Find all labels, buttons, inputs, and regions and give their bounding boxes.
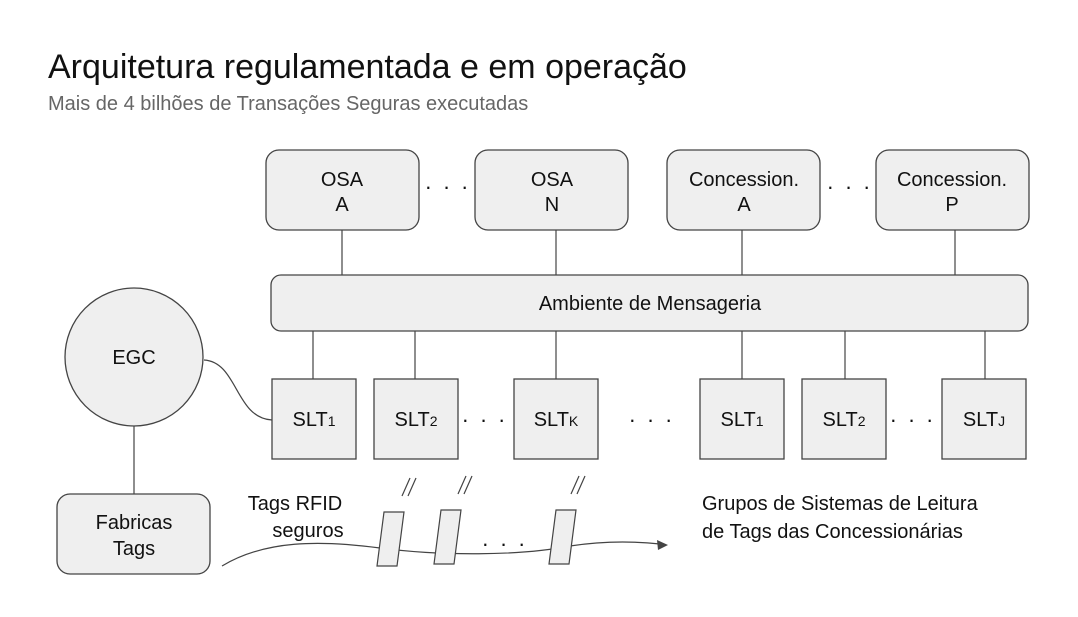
node-slt-k-label: SLTK <box>534 409 579 431</box>
ellipsis-concession: . . . <box>827 169 873 194</box>
messaging-bus-label: Ambiente de Mensageria <box>539 293 762 315</box>
node-slt-1b-label: SLT1 <box>721 409 764 431</box>
node-egc-label: EGC <box>112 347 155 369</box>
node-slt-2-label: SLT2 <box>395 409 438 431</box>
node-slt-2b-label: SLT2 <box>823 409 866 431</box>
groups-label-line1: Grupos de Sistemas de Leitura <box>702 493 979 515</box>
node-concession-p-line1: Concession. <box>897 169 1007 191</box>
tag-flow-arrowhead <box>657 540 668 550</box>
node-egc: EGC <box>64 287 204 427</box>
node-osa-a: OSA A <box>265 149 420 231</box>
node-concession-p-line2: P <box>945 194 958 216</box>
rfid-tag <box>433 509 462 565</box>
tags-label-line1: Tags RFID <box>248 493 342 515</box>
tag-flow-curve <box>221 541 661 567</box>
node-slt-1b: SLT1 <box>699 378 785 460</box>
node-slt-j-label: SLTJ <box>963 409 1005 431</box>
groups-label-line2: de Tags das Concessionárias <box>702 521 963 543</box>
node-concession-a-line1: Concession. <box>689 169 799 191</box>
node-factory: Fabricas Tags <box>56 493 211 575</box>
node-slt-j: SLTJ <box>941 378 1027 460</box>
node-osa-n-line1: OSA <box>531 169 574 191</box>
signal-icon <box>570 475 586 495</box>
node-factory-line2: Tags <box>113 538 155 560</box>
ellipsis-tags: . . . <box>482 526 528 551</box>
node-concession-p: Concession. P <box>875 149 1030 231</box>
rfid-tag <box>548 509 577 565</box>
node-concession-a: Concession. A <box>666 149 821 231</box>
page-title: Arquitetura regulamentada e em operação <box>48 48 687 86</box>
node-slt-2: SLT2 <box>373 378 459 460</box>
node-factory-line1: Fabricas <box>96 512 173 534</box>
signal-icon <box>401 477 417 497</box>
node-osa-a-line1: OSA <box>321 169 364 191</box>
node-slt-k: SLTK <box>513 378 599 460</box>
ellipsis-osa: . . . <box>425 169 471 194</box>
node-osa-a-line2: A <box>335 194 349 216</box>
connector-egc-slt <box>203 359 273 421</box>
tags-label-line2: seguros <box>272 520 343 542</box>
node-slt-2b: SLT2 <box>801 378 887 460</box>
node-osa-n: OSA N <box>474 149 629 231</box>
page-subtitle: Mais de 4 bilhões de Transações Seguras … <box>48 93 529 115</box>
signal-icon <box>457 475 473 495</box>
ellipsis-slt-1: . . . <box>462 402 508 427</box>
node-slt-1: SLT1 <box>271 378 357 460</box>
node-concession-a-line2: A <box>737 194 751 216</box>
messaging-bus: Ambiente de Mensageria <box>270 274 1029 332</box>
node-slt-1-label: SLT1 <box>293 409 336 431</box>
rfid-tag <box>376 511 405 567</box>
node-osa-n-line2: N <box>545 194 559 216</box>
ellipsis-slt-2: . . . <box>890 402 936 427</box>
ellipsis-slt-groups: . . . <box>629 402 675 427</box>
